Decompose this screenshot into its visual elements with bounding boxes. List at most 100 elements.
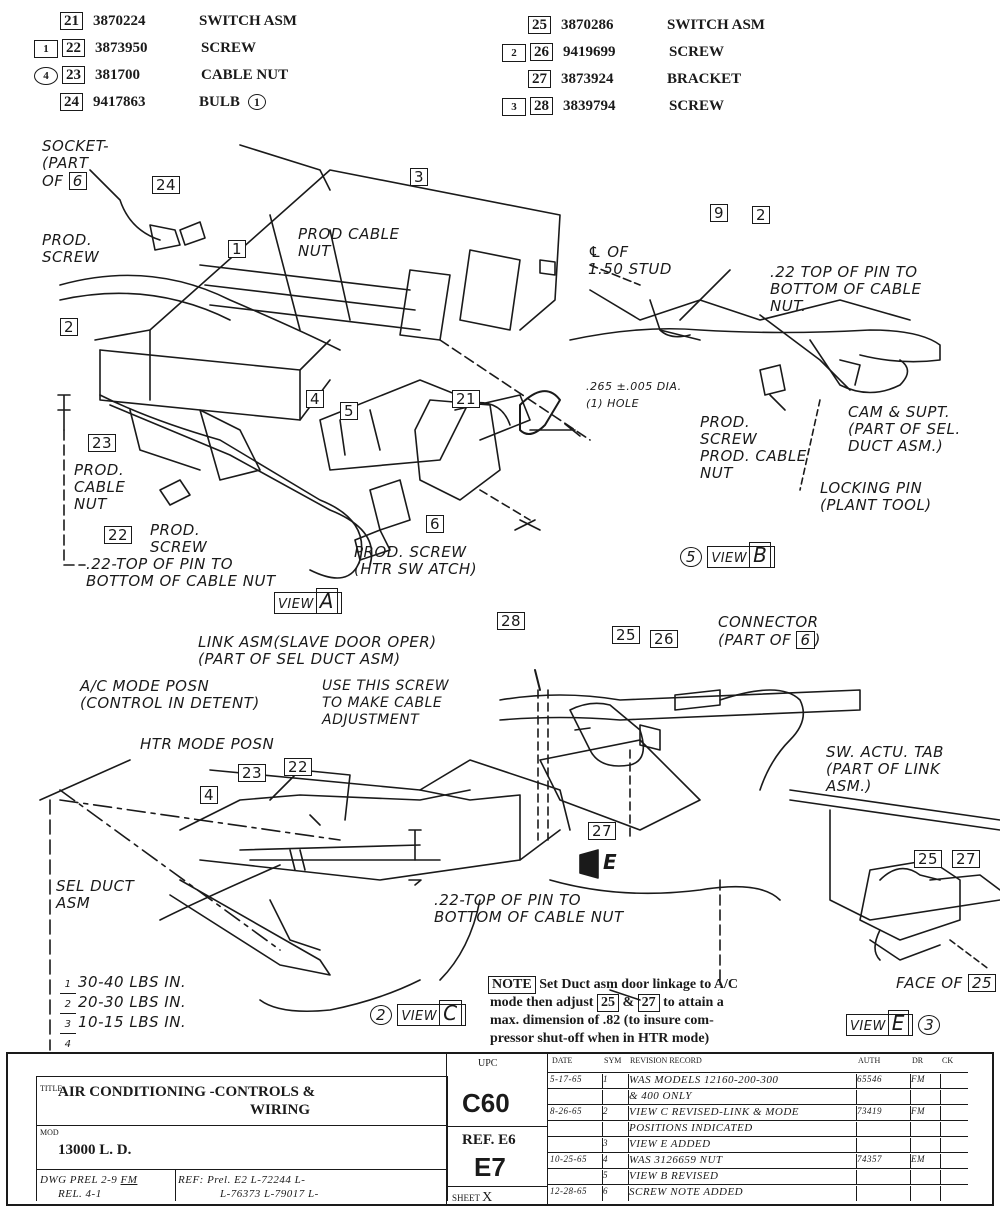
revision-cell-dr [910,1186,939,1201]
torque-value: 20-30 LBS IN. [78,993,187,1011]
callout-use-screw: USE THIS SCREW TO MAKE CABLE ADJUSTMENT [322,678,450,728]
title-block: TITLE AIR CONDITIONING -CONTROLS & WIRIN… [6,1052,994,1206]
part-ref-number: 23 [62,66,85,84]
part-name: BRACKET [667,71,742,87]
diagram-ref-box: 4 [306,390,325,408]
diagram-ref-box: 22 [284,758,313,776]
torque-value: 10-15 LBS IN. [78,1013,187,1031]
callout-sel-duct: SEL DUCT ASM [56,877,135,912]
callout-prod-cable-nut-1: PROD CABLE NUT [298,225,400,260]
view-a-drawing [57,144,591,579]
view-b-drawing [569,264,941,491]
part-name: SCREW [669,98,725,114]
diagram-ref-box: 27 [588,822,617,840]
part-number: 3839794 [563,98,616,114]
revision-cell-sym: 1 [602,1074,627,1089]
revision-cell-dr [910,1138,939,1153]
revision-cell-date: 12-28-65 [550,1186,587,1196]
note-line3: max. dimension of .82 (to insure com- [490,1013,714,1028]
diagram-ref-box: 22 [104,526,133,544]
part-ref-number: 26 [530,43,553,61]
ref-prel: REF: Prel. E2 L-72244 L- [178,1174,306,1186]
revision-cell-auth [856,1122,909,1137]
part-name: CABLE NUT [201,67,289,83]
revision-cell-auth [856,1170,909,1185]
mod-side-label: MOD [40,1128,59,1137]
ref-e6: REF. E6 [462,1132,516,1148]
torque-row: 4 [60,1034,186,1054]
revision-cell-text: VIEW B REVISED [628,1170,855,1185]
callout-htr-mode: HTR MODE POSN [140,735,275,753]
part-name: SCREW [201,40,257,56]
revision-row: POSITIONS INDICATED [548,1120,968,1137]
revision-header-cell: REVISION RECORD [630,1056,702,1065]
callout-top-pin-b: .22 TOP OF PIN TO BOTTOM OF CABLE NUT. [770,263,922,315]
revision-cell-sym [602,1122,627,1137]
revision-cell-ck [940,1122,985,1137]
diagram-ref-box: 24 [152,176,181,194]
revision-cell-ck [940,1138,985,1153]
callout-prod-screw-a: PROD. SCREW [150,521,208,556]
revision-cell-auth: 73419 [856,1106,909,1121]
callout-socket: SOCKET- (PART OF 6 [42,137,110,190]
revision-header-cell: DR [912,1056,924,1065]
part-ref-number: 24 [60,93,83,111]
revision-cell-text: VIEW E ADDED [628,1138,855,1153]
drawing-title: AIR CONDITIONING -CONTROLS & [58,1084,316,1100]
part-name: SWITCH ASM [667,17,765,33]
view-c-drawing [39,669,861,1051]
parts-row: 27 3873924 BRACKET [502,70,741,88]
revision-cell-sym: 5 [602,1170,627,1185]
view-e-drawing [789,789,1000,971]
revision-header-cell: CK [942,1056,954,1065]
revision-marker-icon: 1 [34,40,58,58]
revision-cell-sym [602,1090,627,1105]
note-ref-27: 27 [637,994,660,1012]
revision-triangle-icon: 1 [60,976,76,994]
revision-triangle-icon: 2 [60,996,76,1014]
revision-cell-dr [910,1170,939,1185]
diagram-ref-box: 25 [612,626,641,644]
part-name: BULB [199,94,240,110]
part-name: SCREW [669,44,725,60]
revision-cell-text: & 400 ONLY [628,1090,855,1105]
ref-list: L-76373 L-79017 L- [220,1188,319,1200]
revision-header-cell: AUTH [858,1056,881,1065]
callout-connector: CONNECTOR (PART OF 6) [718,613,821,649]
part-ref-number: 28 [530,97,553,115]
note-amp: & [622,995,635,1010]
diagram-ref-box: 5 [340,402,359,420]
callout-hole: .265 ±.005 DIA. (1) HOLE [586,380,682,410]
diagram-ref-box: 2 [60,318,79,336]
diagram-ref-box: 25 [914,850,943,868]
callout-cam-supt: CAM & SUPT. (PART OF SEL. DUCT ASM.) [848,403,961,455]
part-number: 9417863 [93,94,146,110]
revision-cell-date: 10-25-65 [550,1154,587,1164]
part-number: 381700 [95,67,140,83]
revision-cell-dr [910,1090,939,1105]
diagram-ref-box: 28 [497,612,526,630]
part-number: 3873924 [561,71,614,87]
diagram-ref-box: 27 [952,850,981,868]
dwg-prel: DWG PREL 2-9 FM [40,1174,138,1186]
part-ref-number: 27 [528,70,551,88]
torque-value: 30-40 LBS IN. [78,973,187,991]
callout-locking-pin: LOCKING PIN (PLANT TOOL) [820,479,932,514]
callout-face-of: FACE OF 25 [896,974,997,992]
sheet-code-e7: E7 [474,1152,506,1182]
